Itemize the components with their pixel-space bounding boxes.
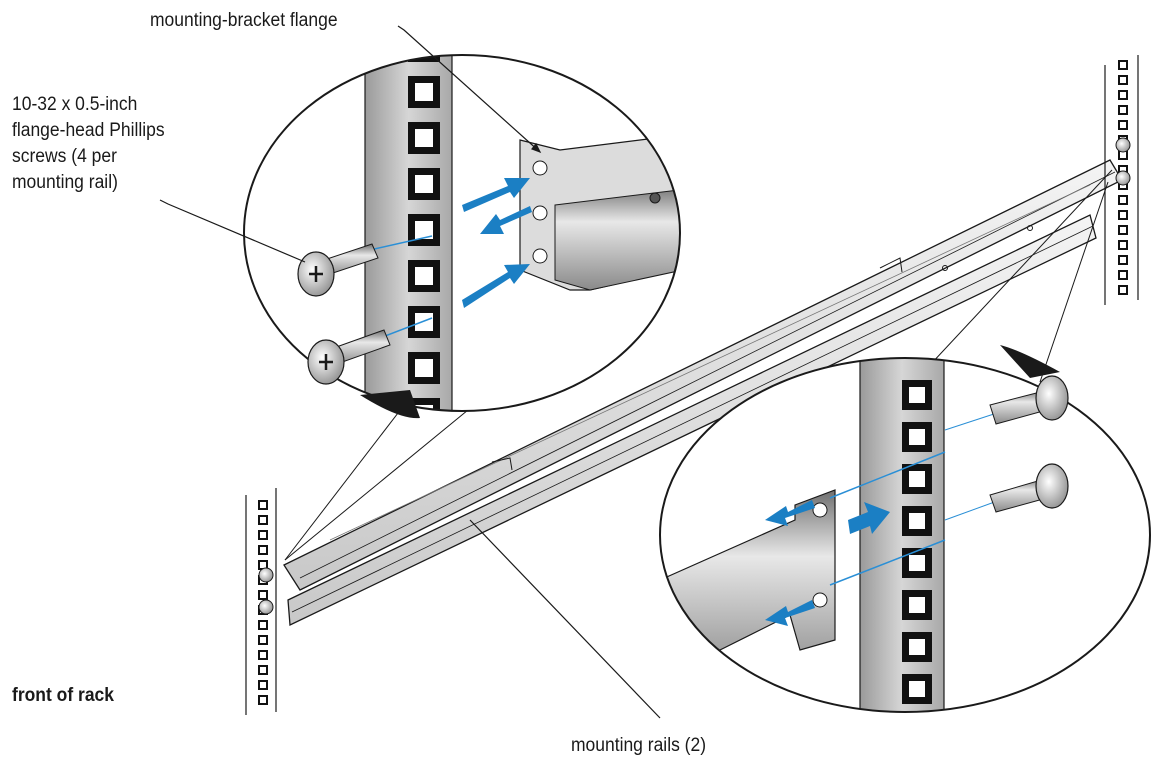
square-hole-inner xyxy=(260,502,266,508)
square-hole-inner xyxy=(909,555,925,571)
phillips-screw-icon xyxy=(297,243,379,297)
lower-rail xyxy=(287,214,1097,626)
post-screw-head xyxy=(1115,137,1131,153)
screws-label-line: screws (4 per xyxy=(12,146,117,167)
square-hole-inner xyxy=(415,37,433,55)
square-hole-inner xyxy=(260,652,266,658)
square-hole-inner xyxy=(1120,77,1126,83)
square-hole-inner xyxy=(415,267,433,285)
square-hole-inner xyxy=(909,387,925,403)
detail-pointer-lines xyxy=(284,169,1113,561)
square-hole-inner xyxy=(1120,287,1126,293)
square-hole-inner xyxy=(909,513,925,529)
square-hole-inner xyxy=(415,175,433,193)
square-hole-inner xyxy=(1120,167,1126,173)
square-hole-inner xyxy=(1120,257,1126,263)
direction-arrow-icon xyxy=(480,206,532,234)
square-hole-inner xyxy=(1120,107,1126,113)
square-hole-inner xyxy=(1120,122,1126,128)
phillips-screw-icon xyxy=(989,375,1069,425)
square-hole-inner xyxy=(909,639,925,655)
direction-arrow-icon xyxy=(462,264,530,308)
square-hole-inner xyxy=(1120,212,1126,218)
square-hole-inner xyxy=(260,562,266,568)
square-hole-inner xyxy=(260,637,266,643)
phillips-screw-icon xyxy=(307,329,391,385)
square-hole-inner xyxy=(1120,272,1126,278)
square-hole-inner xyxy=(415,359,433,377)
square-hole-inner xyxy=(415,313,433,331)
post-screw-head xyxy=(258,599,274,615)
square-hole-inner xyxy=(1120,92,1126,98)
square-hole-inner xyxy=(260,667,266,673)
square-hole-inner xyxy=(415,129,433,147)
square-hole-inner xyxy=(260,697,266,703)
direction-arrow-icon xyxy=(765,600,815,626)
square-hole-inner xyxy=(260,622,266,628)
direction-arrow-icon xyxy=(765,500,815,526)
square-hole-inner xyxy=(1120,62,1126,68)
square-hole-inner xyxy=(415,221,433,239)
square-hole-inner xyxy=(1120,152,1126,158)
square-hole-inner xyxy=(1120,242,1126,248)
flange-leader-arrow xyxy=(531,142,542,154)
square-hole-inner xyxy=(415,83,433,101)
screws-label: 10-32 x 0.5-inch flange-head Phillips sc… xyxy=(12,92,165,196)
phillips-screw-icon xyxy=(989,463,1069,513)
square-hole-inner xyxy=(260,532,266,538)
square-hole-inner xyxy=(909,681,925,697)
mounting-rails xyxy=(283,159,1123,626)
post-screw-head xyxy=(1115,170,1131,186)
square-hole-inner xyxy=(260,592,266,598)
square-hole-inner xyxy=(909,471,925,487)
rear-rack-post xyxy=(1104,55,1139,305)
mounting-bracket-flange-label: mounting-bracket flange xyxy=(150,10,338,31)
screws-label-line: 10-32 x 0.5-inch xyxy=(12,94,138,115)
direction-arrow-icon xyxy=(848,502,890,534)
screws-label-line: mounting rail) xyxy=(12,172,118,193)
square-hole-inner xyxy=(1120,197,1126,203)
square-hole-inner xyxy=(260,682,266,688)
square-hole-inner xyxy=(1120,227,1126,233)
callout-leaders xyxy=(159,25,661,719)
square-hole-inner xyxy=(909,597,925,613)
direction-arrow-icon xyxy=(462,178,530,212)
square-hole-inner xyxy=(909,429,925,445)
square-hole-inner xyxy=(260,547,266,553)
square-hole-inner xyxy=(260,517,266,523)
flange-leader xyxy=(397,25,541,153)
front-of-rack-label: front of rack xyxy=(12,685,114,706)
detail-rear-mounting xyxy=(659,345,1151,713)
detail-front-mounting xyxy=(243,37,681,419)
screws-label-line: flange-head Phillips xyxy=(12,120,165,141)
post-screw-head xyxy=(258,567,274,583)
mounting-rails-label: mounting rails (2) xyxy=(571,735,707,756)
rails-leader xyxy=(469,519,661,719)
screws-leader xyxy=(159,199,306,263)
front-rack-post xyxy=(245,488,277,715)
